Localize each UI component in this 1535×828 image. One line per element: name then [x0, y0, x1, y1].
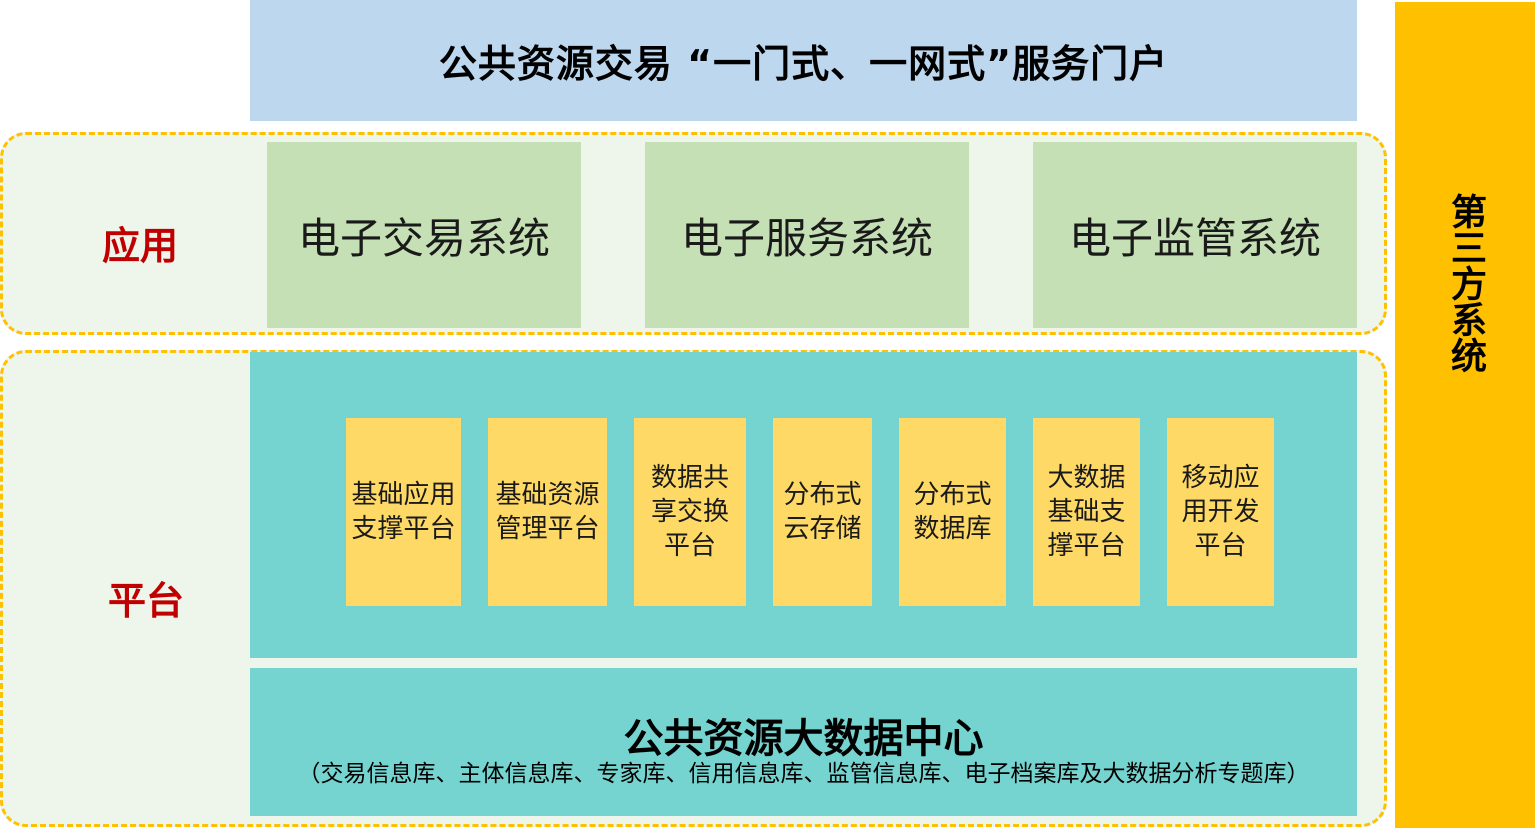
- platform-module-bigdata-support: 大数据 基础支 撑平台: [1033, 418, 1140, 606]
- service-portal-banner: 公共资源交易 “一门式、一网式”服务门户: [250, 0, 1357, 121]
- third-party-label: 第三方系统: [1445, 192, 1486, 373]
- app-system-label: 电子交易系统: [297, 213, 550, 263]
- bigdata-center-title: 公共资源大数据中心: [623, 716, 984, 762]
- platform-module-distributed-database: 分布式 数据库: [899, 418, 1006, 606]
- platform-module-label: 分布式 云存储: [783, 480, 862, 544]
- platform-module-label: 分布式 数据库: [913, 480, 992, 544]
- application-layer-label: 应用: [102, 224, 179, 268]
- app-system-service: 电子服务系统: [645, 142, 969, 328]
- platform-module-data-exchange: 数据共 享交换 平台: [634, 418, 746, 606]
- platform-module-label: 移动应 用开发 平台: [1181, 463, 1260, 561]
- app-system-label: 电子监管系统: [1068, 213, 1321, 263]
- app-system-label: 电子服务系统: [680, 213, 933, 263]
- platform-module-label: 基础应用 支撑平台: [351, 480, 456, 544]
- portal-title: 公共资源交易 “一门式、一网式”服务门户: [438, 42, 1169, 86]
- platform-module-mobile-dev: 移动应 用开发 平台: [1167, 418, 1274, 606]
- app-system-trading: 电子交易系统: [267, 142, 581, 328]
- platform-module-label: 数据共 享交换 平台: [650, 463, 729, 561]
- third-party-system-bar: 第三方系统: [1395, 2, 1535, 828]
- bigdata-center-subtitle: （交易信息库、主体信息库、专家库、信用信息库、监管信息库、电子档案库及大数据分析…: [297, 761, 1310, 787]
- app-system-supervision: 电子监管系统: [1033, 142, 1357, 328]
- bigdata-center-box: 公共资源大数据中心 （交易信息库、主体信息库、专家库、信用信息库、监管信息库、电…: [250, 668, 1357, 816]
- platform-module-app-support: 基础应用 支撑平台: [346, 418, 461, 606]
- platform-module-resource-management: 基础资源 管理平台: [488, 418, 607, 606]
- platform-layer-label: 平台: [108, 579, 185, 623]
- platform-module-label: 大数据 基础支 撑平台: [1047, 463, 1126, 561]
- platform-module-label: 基础资源 管理平台: [495, 480, 600, 544]
- platform-module-cloud-storage: 分布式 云存储: [773, 418, 872, 606]
